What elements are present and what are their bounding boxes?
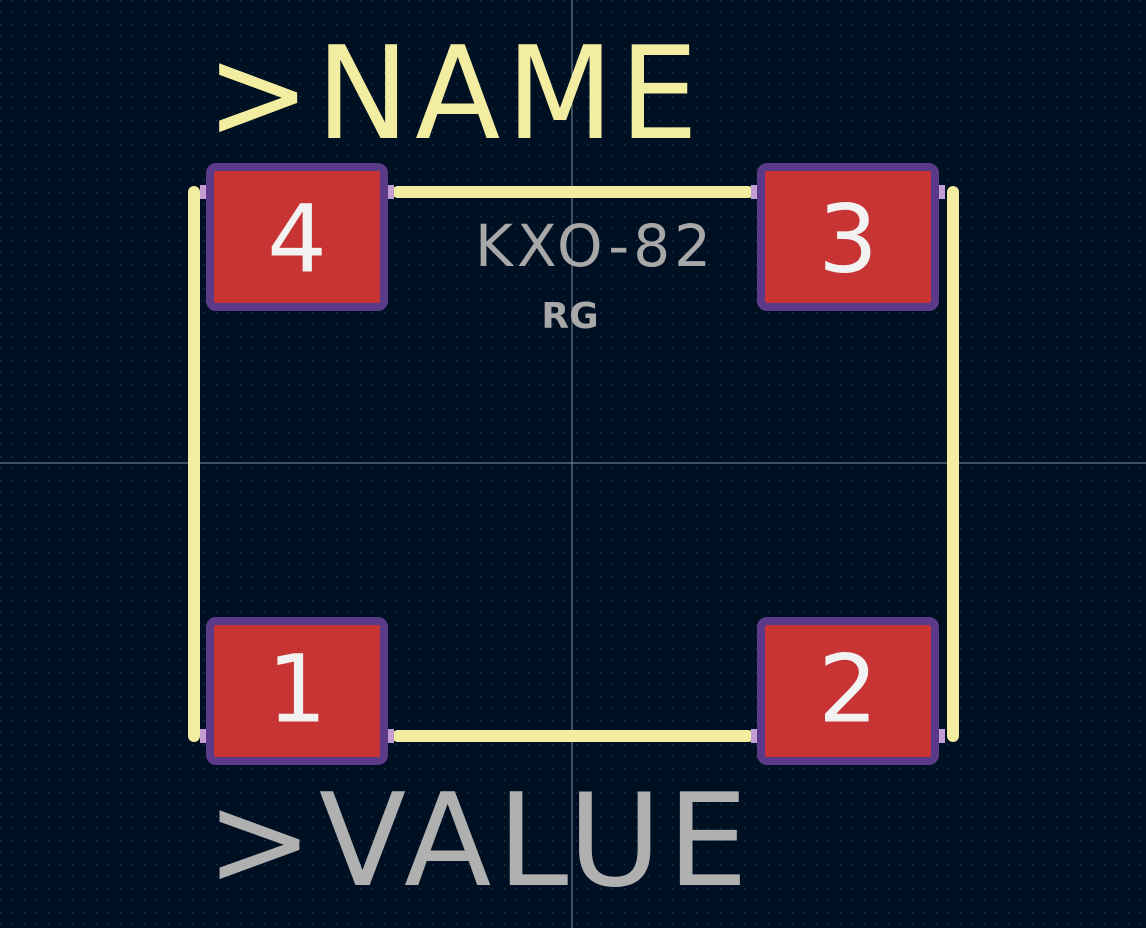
pad-3[interactable]: 3 [757,163,939,311]
pad-3-number: 3 [818,186,878,295]
name-label: >NAME [206,20,704,169]
silkscreen-outline [188,186,959,742]
pad-4[interactable]: 4 [206,163,388,311]
pad-1-number: 1 [267,636,327,745]
pad-4-number: 4 [267,186,327,295]
part-number-label: KXO-82 [475,212,715,280]
pad-2[interactable]: 2 [757,617,939,765]
value-label: >VALUE [206,767,754,916]
pad-1[interactable]: 1 [206,617,388,765]
pad-2-number: 2 [818,636,878,745]
ref-code-label: RG [541,296,598,337]
